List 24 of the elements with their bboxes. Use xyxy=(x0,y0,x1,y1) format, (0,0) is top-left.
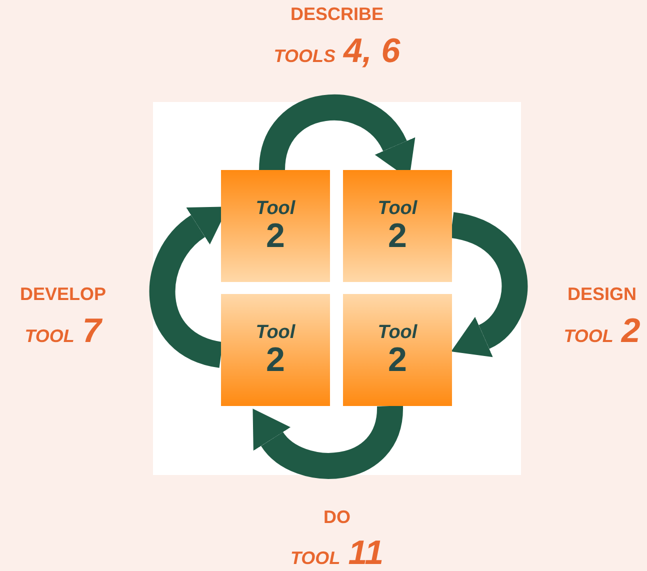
box-heading: Tool xyxy=(256,323,296,343)
tool-word: TOOL xyxy=(564,326,614,347)
box-number: 2 xyxy=(388,343,407,377)
tool-number: 11 xyxy=(348,534,384,571)
tool-word: TOOLS xyxy=(274,46,336,67)
tool-number: 4, 6 xyxy=(343,32,400,71)
tool-number: 7 xyxy=(82,312,102,351)
box-heading: Tool xyxy=(256,199,296,219)
tool-box xyxy=(343,170,452,282)
box-heading: Tool xyxy=(378,199,418,219)
tool-number: 2 xyxy=(621,312,640,351)
tool-box xyxy=(221,170,330,282)
box-number: 2 xyxy=(388,219,407,253)
tool-word: TOOL xyxy=(24,326,74,347)
phase-name: DO xyxy=(324,507,350,528)
box-number: 2 xyxy=(266,219,285,253)
box-number: 2 xyxy=(266,343,285,377)
phase-name: DEVELOP xyxy=(20,284,106,305)
tool-box xyxy=(221,294,330,406)
box-heading: Tool xyxy=(378,323,418,343)
phase-name: DESIGN xyxy=(568,284,636,305)
tool-box xyxy=(343,294,452,406)
tool-word: TOOL xyxy=(290,548,340,569)
phase-name: DESCRIBE xyxy=(290,4,384,25)
